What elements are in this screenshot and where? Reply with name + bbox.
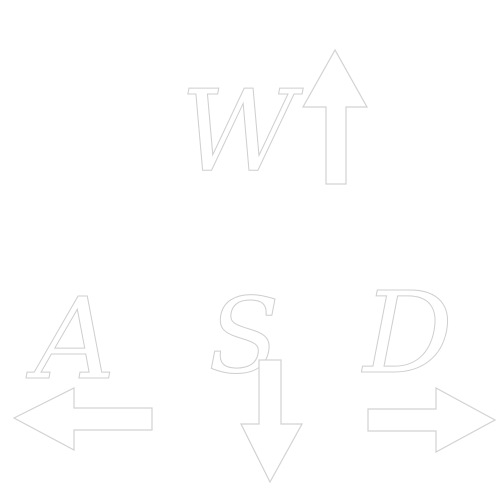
arrow-up-icon	[301, 48, 369, 185]
key-letter-a: A	[26, 275, 116, 405]
key-letter-s: S	[208, 275, 279, 397]
key-letter-d: D	[361, 269, 453, 399]
key-letter-w: W	[180, 67, 303, 197]
arrow-right-icon	[367, 386, 497, 454]
arrow-down-icon	[240, 359, 304, 484]
arrow-left-icon	[12, 387, 153, 451]
